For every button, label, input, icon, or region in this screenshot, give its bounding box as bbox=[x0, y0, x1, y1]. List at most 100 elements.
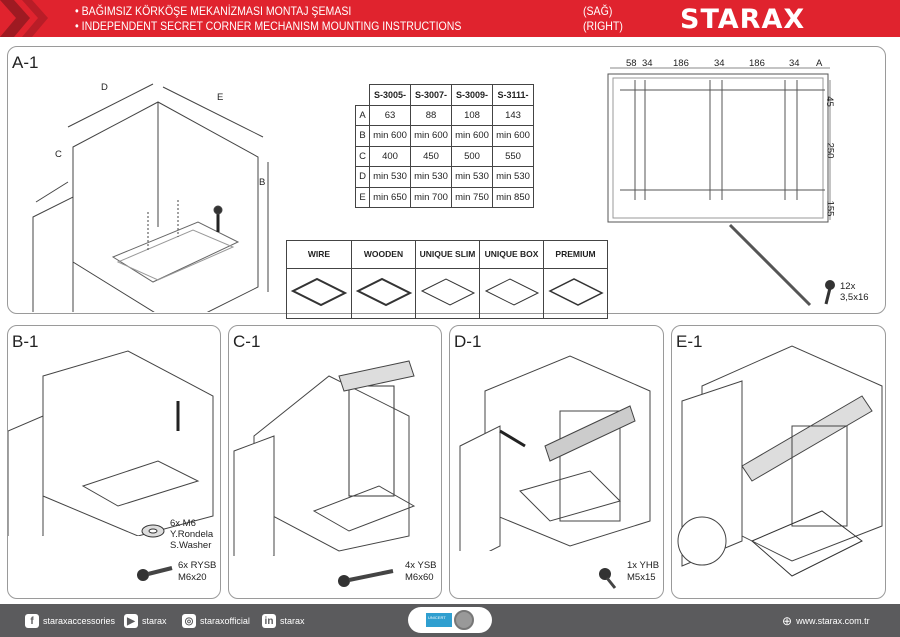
dim-label-e: E bbox=[217, 92, 224, 103]
cell: 143 bbox=[492, 104, 534, 126]
cell: min 600 bbox=[410, 125, 452, 147]
screw-icon bbox=[599, 568, 617, 589]
basket-type-unique-slim: UNIQUE SLIM bbox=[415, 241, 479, 318]
youtube-link[interactable]: ▶ starax bbox=[124, 614, 167, 628]
certification-badge: UNICERT bbox=[408, 607, 492, 633]
mechanism-dimension-drawing bbox=[607, 67, 831, 307]
panel-d1: D-1 1x YHB M5x15 bbox=[449, 325, 664, 599]
side-dim: 250 bbox=[824, 142, 836, 159]
top-dim: 186 bbox=[749, 58, 765, 69]
cell: min 530 bbox=[410, 166, 452, 188]
step-label: C-1 bbox=[233, 332, 261, 351]
cert-seal-icon bbox=[454, 610, 474, 630]
instagram-link[interactable]: ◎ staraxofficial bbox=[182, 614, 250, 628]
washer-icon bbox=[141, 524, 165, 538]
table-header: S-3007- bbox=[410, 84, 452, 106]
website-url: www.starax.com.tr bbox=[796, 616, 870, 626]
basket-icon bbox=[484, 278, 540, 306]
cell: min 750 bbox=[451, 186, 493, 208]
chevron-decoration-icon bbox=[0, 0, 48, 37]
website-link[interactable]: ⊕www.starax.com.tr bbox=[782, 614, 870, 628]
type-label: UNIQUE BOX bbox=[480, 241, 543, 269]
basket-icon bbox=[355, 277, 413, 307]
cabinet-diagram bbox=[459, 355, 651, 551]
step-label: B-1 bbox=[12, 332, 39, 351]
type-label: WOODEN bbox=[352, 241, 415, 269]
title-en: • INDEPENDENT SECRET CORNER MECHANISM MO… bbox=[75, 19, 462, 33]
basket-types: WIRE WOODEN UNIQUE SLIM UNIQUE BOX PREMI… bbox=[286, 240, 608, 319]
screw-size: 3,5x16 bbox=[840, 292, 869, 303]
facebook-link[interactable]: f staraxaccessories bbox=[25, 614, 115, 628]
cell: min 700 bbox=[410, 186, 452, 208]
dim-label-b: B bbox=[259, 177, 266, 188]
brand-logo: STARAX bbox=[680, 4, 806, 35]
screw-callout: 12x 3,5x16 bbox=[822, 278, 878, 308]
screw-icon bbox=[824, 280, 835, 305]
globe-icon: ⊕ bbox=[782, 614, 793, 628]
step-label: A-1 bbox=[12, 53, 39, 72]
cell: 400 bbox=[369, 145, 411, 167]
basket-icon bbox=[548, 278, 604, 306]
step-label: E-1 bbox=[676, 332, 703, 351]
cell: min 600 bbox=[369, 125, 411, 147]
step-label: D-1 bbox=[454, 332, 482, 351]
dim-label-c: C bbox=[55, 149, 62, 160]
dim-label-d: D bbox=[101, 82, 108, 93]
cabinet-diagram bbox=[677, 345, 883, 577]
cabinet-diagram bbox=[8, 350, 214, 536]
table-header-row: S-3005- S-3007- S-3009- S-3111- bbox=[356, 84, 534, 106]
top-dim: 186 bbox=[673, 58, 689, 69]
cell: 108 bbox=[451, 104, 493, 126]
cabinet-diagram bbox=[32, 83, 269, 312]
screw-qty: 6x RYSB bbox=[178, 560, 217, 571]
screw-qty: 12x bbox=[840, 281, 856, 292]
basket-type-wire: WIRE bbox=[287, 241, 351, 318]
basket-type-wooden: WOODEN bbox=[351, 241, 415, 318]
basket-type-unique-box: UNIQUE BOX bbox=[479, 241, 543, 318]
top-dim: A bbox=[816, 58, 823, 69]
type-label: WIRE bbox=[287, 241, 351, 269]
cell: 550 bbox=[492, 145, 534, 167]
youtube-handle: starax bbox=[142, 616, 167, 626]
facebook-icon: f bbox=[25, 614, 39, 628]
side-dim: 45 bbox=[823, 96, 835, 107]
cell: min 530 bbox=[451, 166, 493, 188]
basket-icon bbox=[420, 278, 476, 306]
cell: min 850 bbox=[492, 186, 534, 208]
panel-b1: B-1 6x M6 Y.Rondela S.Washer 6x RYSB M6x… bbox=[7, 325, 221, 599]
washer-name-en: S.Washer bbox=[170, 540, 212, 551]
table-header: S-3111- bbox=[492, 84, 534, 106]
screw-size: M6x20 bbox=[178, 572, 207, 583]
linkedin-icon: in bbox=[262, 614, 276, 628]
facebook-handle: staraxaccessories bbox=[43, 616, 116, 626]
instagram-handle: staraxofficial bbox=[200, 616, 250, 626]
cabinet-diagram bbox=[233, 360, 416, 556]
screw-qty: 4x YSB bbox=[405, 560, 437, 571]
basket-type-premium: PREMIUM bbox=[543, 241, 607, 318]
cell: min 600 bbox=[492, 125, 534, 147]
youtube-icon: ▶ bbox=[124, 614, 138, 628]
title-tr: • BAĞIMSIZ KÖRKÖŞE MEKANİZMASI MONTAJ ŞE… bbox=[75, 4, 352, 18]
cell: 450 bbox=[410, 145, 452, 167]
cell: 500 bbox=[451, 145, 493, 167]
cert-label: UNICERT bbox=[426, 613, 452, 627]
screw-qty: 1x YHB bbox=[627, 560, 660, 571]
bolt-icon bbox=[137, 566, 173, 581]
row-key: C bbox=[355, 145, 370, 167]
instagram-icon: ◎ bbox=[182, 614, 196, 628]
side-tr: (SAĞ) bbox=[583, 4, 613, 18]
cell: min 530 bbox=[369, 166, 411, 188]
top-dim: 34 bbox=[789, 58, 800, 69]
cell: min 600 bbox=[451, 125, 493, 147]
panel-e1: E-1 bbox=[671, 325, 886, 599]
top-dim: 34 bbox=[642, 58, 653, 69]
row-key: E bbox=[355, 186, 370, 208]
screw-size: M6x60 bbox=[405, 572, 434, 583]
table-header: S-3009- bbox=[451, 84, 493, 106]
